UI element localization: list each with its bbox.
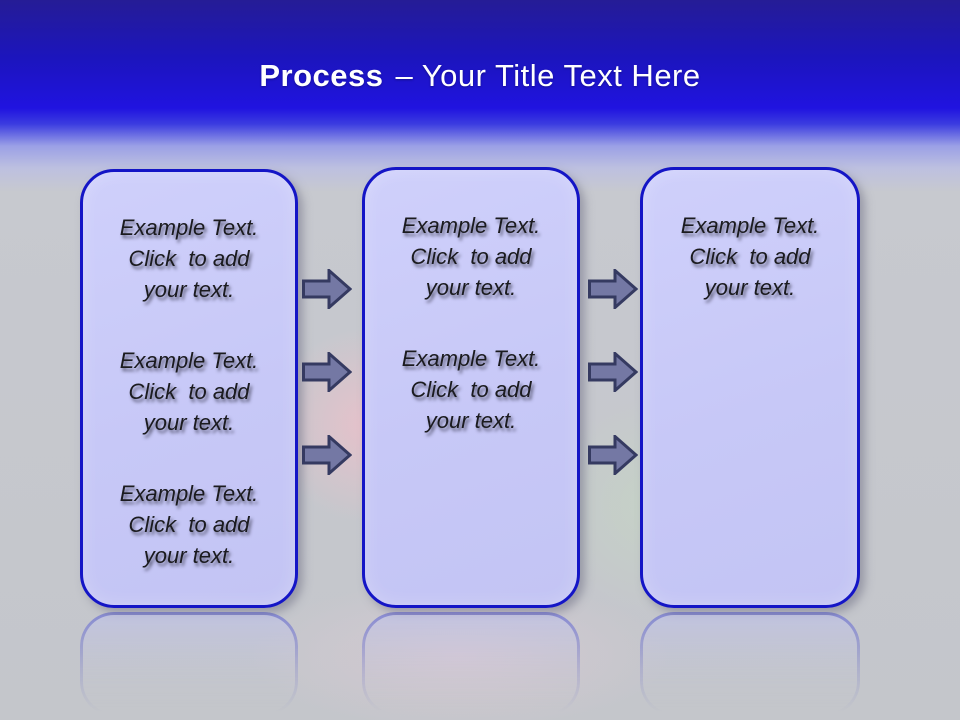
slide-title: Process – Your Title Text Here [0, 52, 960, 100]
text-block: Example Text. Click to add your text. [119, 215, 259, 302]
box-reflection [80, 612, 298, 716]
arrow-right-icon [588, 352, 638, 392]
arrow-right-icon [588, 269, 638, 309]
process-box-step-1: Example Text. Click to add your text. Ex… [80, 169, 298, 608]
process-box-step-2: Example Text. Click to add your text. Ex… [362, 167, 580, 608]
slide-title-subtitle: – Your Title Text Here [395, 58, 701, 93]
box-reflection [640, 612, 860, 716]
arrow-right-icon [302, 269, 352, 309]
text-block: Example Text. Click to add your text. [119, 481, 259, 568]
box-reflection [362, 612, 580, 716]
text-block: Example Text. Click to add your text. [401, 346, 541, 433]
arrow-right-icon [302, 435, 352, 475]
arrow-right-icon [302, 352, 352, 392]
text-block: Example Text. Click to add your text. [119, 348, 259, 435]
arrow-right-icon [588, 435, 638, 475]
slide-title-keyword: Process [259, 58, 384, 93]
text-block: Example Text. Click to add your text. [680, 213, 820, 300]
process-box-step-3: Example Text. Click to add your text. [640, 167, 860, 608]
text-block: Example Text. Click to add your text. [401, 213, 541, 300]
